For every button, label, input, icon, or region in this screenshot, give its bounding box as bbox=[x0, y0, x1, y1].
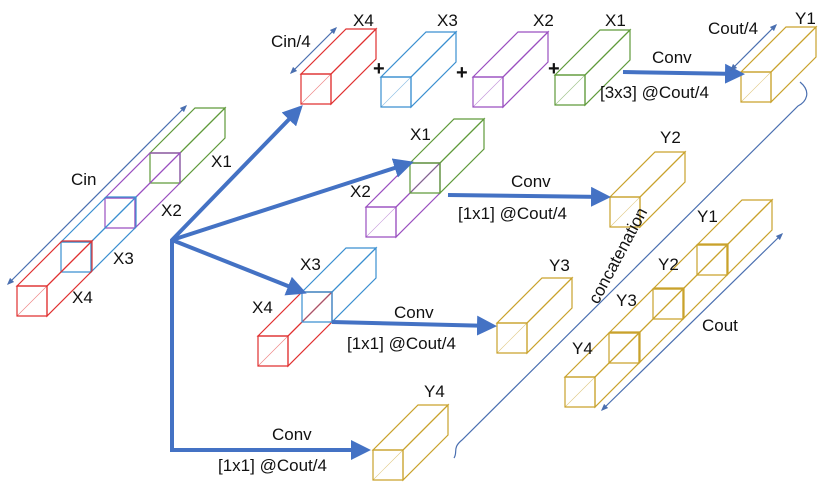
output-y3-label: Y3 bbox=[616, 291, 637, 310]
arrow-to-second-branch bbox=[171, 158, 414, 242]
third-y3-label: Y3 bbox=[549, 256, 570, 275]
branch-arrows bbox=[170, 63, 745, 460]
cin-quarter-dimension-arrow bbox=[289, 26, 338, 75]
top-y1-block bbox=[739, 25, 818, 104]
output-y4-label: Y4 bbox=[572, 339, 593, 358]
input-x4-label: X4 bbox=[72, 288, 93, 307]
cin-dimension-arrow bbox=[6, 104, 188, 286]
top-x2-label: X2 bbox=[533, 11, 554, 30]
conv-bottom-spec: [1x1] @Cout/4 bbox=[218, 456, 327, 475]
conv-second-spec: [1x1] @Cout/4 bbox=[458, 204, 567, 223]
plus-sign-3: + bbox=[548, 58, 560, 80]
plus-sign-1: + bbox=[373, 58, 385, 80]
conv-top-name: Conv bbox=[652, 48, 692, 67]
cout-label: Cout bbox=[702, 316, 738, 335]
top-y1-label: Y1 bbox=[795, 9, 816, 28]
cout-quarter-dimension-arrow bbox=[729, 23, 778, 72]
second-x1-label: X1 bbox=[410, 125, 431, 144]
conv-third-name: Conv bbox=[394, 303, 434, 322]
arrow-to-top-branch bbox=[170, 105, 303, 450]
bottom-y4-label: Y4 bbox=[424, 382, 445, 401]
top-x4-block bbox=[299, 27, 378, 106]
conv-arrow-second bbox=[447, 186, 611, 207]
input-x3-label: X3 bbox=[113, 249, 134, 268]
dimension-arrows bbox=[6, 23, 784, 412]
top-x1-block bbox=[553, 28, 632, 107]
plus-sign-2: + bbox=[456, 62, 468, 84]
conv-top-spec: [3x3] @Cout/4 bbox=[600, 83, 709, 102]
cin-label: Cin bbox=[71, 170, 97, 189]
top-x4-label: X4 bbox=[353, 11, 374, 30]
input-x2-label: X2 bbox=[161, 201, 182, 220]
cout-dimension-arrow bbox=[600, 232, 784, 412]
top-x1-label: X1 bbox=[605, 11, 626, 30]
cin-quarter-label: Cin/4 bbox=[271, 32, 311, 51]
arrow-to-bottom-branch bbox=[170, 240, 371, 460]
third-x4-label: X4 bbox=[252, 298, 273, 317]
conv-arrow-third bbox=[331, 315, 497, 336]
conv-second-name: Conv bbox=[511, 172, 551, 191]
top-x3-label: X3 bbox=[437, 11, 458, 30]
top-x3-block bbox=[379, 30, 458, 109]
conv-bottom-name: Conv bbox=[272, 425, 312, 444]
bottom-y4-block bbox=[371, 403, 450, 482]
second-x1-block bbox=[408, 117, 486, 195]
cout-quarter-label: Cout/4 bbox=[708, 19, 758, 38]
third-y3-block bbox=[495, 276, 574, 355]
second-y2-block bbox=[608, 150, 687, 229]
output-y2-label: Y2 bbox=[658, 255, 679, 274]
second-y2-label: Y2 bbox=[660, 128, 681, 147]
arrow-to-third-branch bbox=[171, 238, 307, 296]
top-x2-block bbox=[471, 30, 550, 109]
conv-third-spec: [1x1] @Cout/4 bbox=[347, 334, 456, 353]
third-x3-label: X3 bbox=[300, 255, 321, 274]
second-x2-label: X2 bbox=[350, 182, 371, 201]
conv-arrow-top bbox=[622, 63, 745, 84]
input-x1-label: X1 bbox=[211, 152, 232, 171]
concatenation-bracket bbox=[453, 81, 808, 459]
output-y1-label: Y1 bbox=[697, 207, 718, 226]
